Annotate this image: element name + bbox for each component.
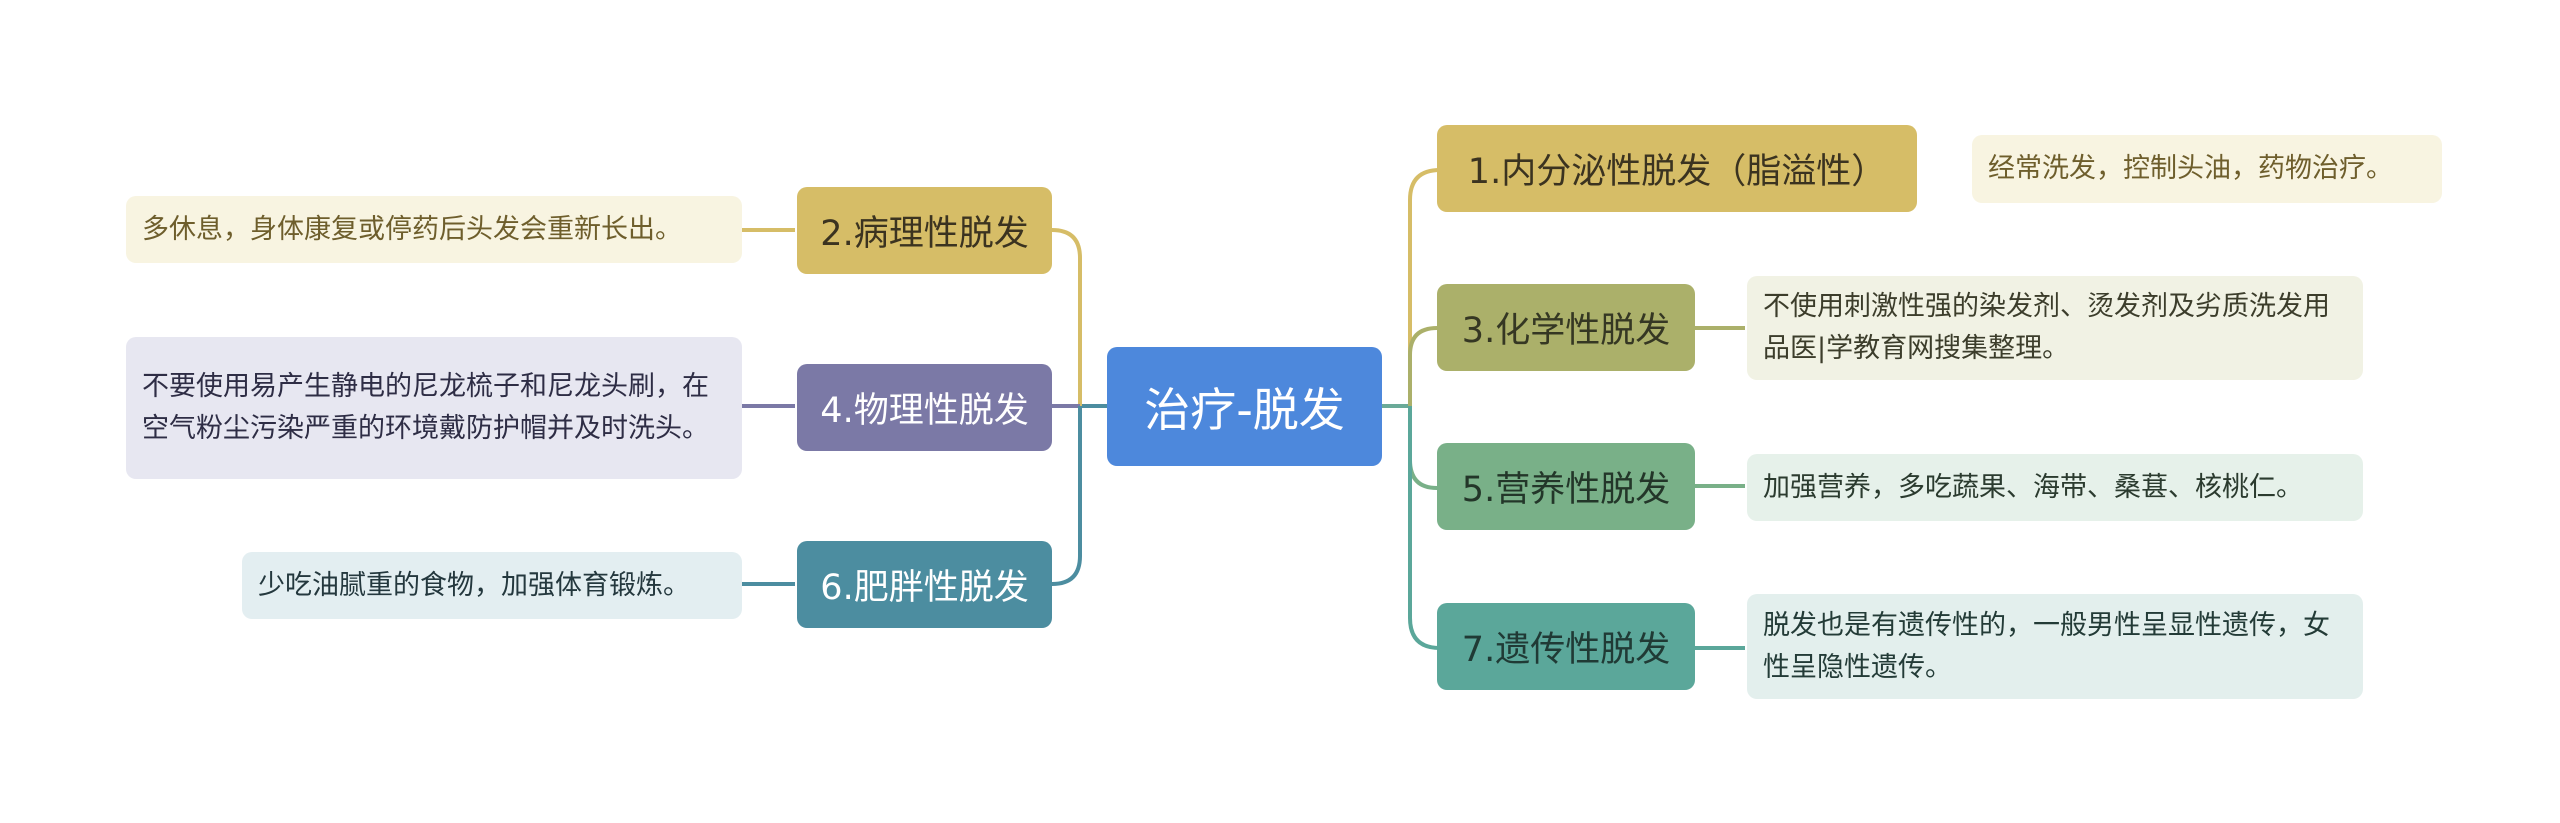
- branch-hereditary[interactable]: 7.遗传性脱发: [1437, 603, 1695, 690]
- detail-physical: 不要使用易产生静电的尼龙梳子和尼龙头刷，在空气粉尘污染严重的环境戴防护帽并及时洗…: [126, 337, 742, 479]
- center-topic[interactable]: 治疗-脱发: [1107, 347, 1382, 466]
- branch-physical[interactable]: 4.物理性脱发: [797, 364, 1052, 451]
- detail-hereditary: 脱发也是有遗传性的，一般男性呈显性遗传，女性呈隐性遗传。: [1747, 594, 2363, 699]
- connector-b2: [1051, 228, 1082, 406]
- detail-endocrine: 经常洗发，控制头油，药物治疗。: [1972, 135, 2442, 203]
- branch-nutritional[interactable]: 5.营养性脱发: [1437, 443, 1695, 530]
- branch-pathological[interactable]: 2.病理性脱发: [797, 187, 1052, 274]
- connector-b3: [1408, 326, 1440, 406]
- detail-pathological: 多休息，身体康复或停药后头发会重新长出。: [126, 196, 742, 263]
- connector-b5: [1408, 406, 1440, 490]
- detail-obesity: 少吃油腻重的食物，加强体育锻炼。: [242, 552, 742, 619]
- detail-chemical: 不使用刺激性强的染发剂、烫发剂及劣质洗发用品医|学教育网搜集整理。: [1747, 276, 2363, 380]
- branch-endocrine[interactable]: 1.内分泌性脱发（脂溢性）: [1437, 125, 1917, 212]
- branch-chemical[interactable]: 3.化学性脱发: [1437, 284, 1695, 371]
- branch-obesity[interactable]: 6.肥胖性脱发: [797, 541, 1052, 628]
- connector-b6: [1051, 406, 1082, 586]
- connector-b1: [1408, 168, 1441, 406]
- detail-nutritional: 加强营养，多吃蔬果、海带、桑葚、核桃仁。: [1747, 454, 2363, 521]
- connector-b7: [1408, 406, 1441, 650]
